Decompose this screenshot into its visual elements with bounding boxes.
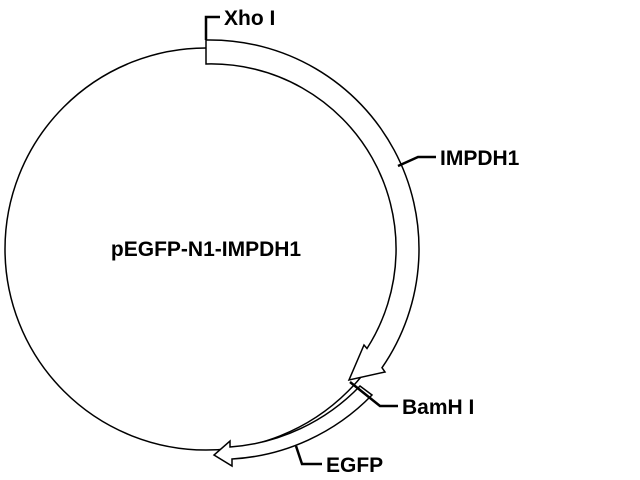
xho-site-marker bbox=[204, 15, 220, 40]
egfp-leader-line bbox=[294, 445, 322, 466]
bamh-site-label: BamH I bbox=[402, 396, 474, 419]
impdh1-feature-arrow bbox=[205, 39, 420, 382]
egfp-feature-arrow bbox=[212, 385, 374, 468]
impdh1-leader-line bbox=[397, 155, 436, 168]
plasmid-name: pEGFP-N1-IMPDH1 bbox=[111, 238, 302, 261]
egfp-feature-label: EGFP bbox=[326, 454, 383, 477]
impdh1-feature-label: IMPDH1 bbox=[440, 147, 520, 170]
xho-site-label: Xho I bbox=[224, 7, 275, 30]
bamh-site-marker bbox=[349, 381, 398, 408]
